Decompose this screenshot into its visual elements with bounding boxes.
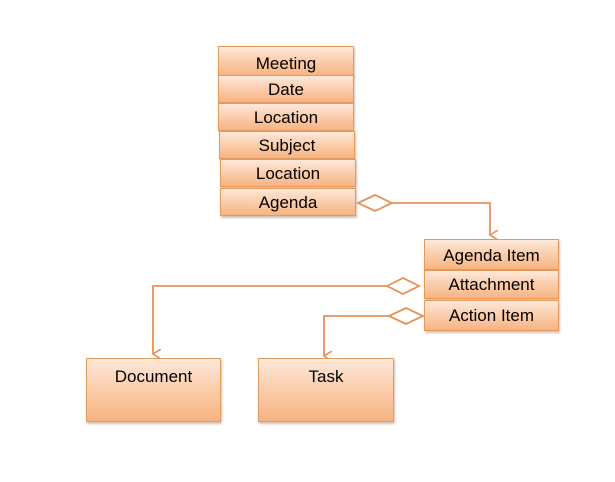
agenda-item-attribute-attachment: Attachment	[424, 270, 559, 299]
meeting-attribute-date: Date	[218, 75, 354, 103]
aggregation-diamond-agenda	[355, 194, 395, 212]
aggregation-diamond-action-item	[386, 307, 426, 325]
connector-action-item-to-task	[324, 315, 389, 356]
meeting-attribute-location: Location	[218, 103, 354, 131]
meeting-attribute-subject: Subject	[219, 131, 355, 159]
aggregation-diamond-attachment	[384, 276, 422, 296]
document-class: Document	[86, 358, 221, 422]
meeting-attribute-location-2: Location	[220, 159, 356, 187]
agenda-item-class-header: Agenda Item	[424, 239, 559, 270]
meeting-attribute-agenda: Agenda	[220, 188, 356, 216]
connector-agenda-to-agenda-item	[392, 202, 490, 235]
connector-attachment-to-document	[153, 285, 387, 354]
agenda-item-attribute-action-item: Action Item	[424, 300, 559, 331]
task-class: Task	[258, 358, 394, 422]
meeting-class-header: Meeting	[218, 46, 354, 76]
